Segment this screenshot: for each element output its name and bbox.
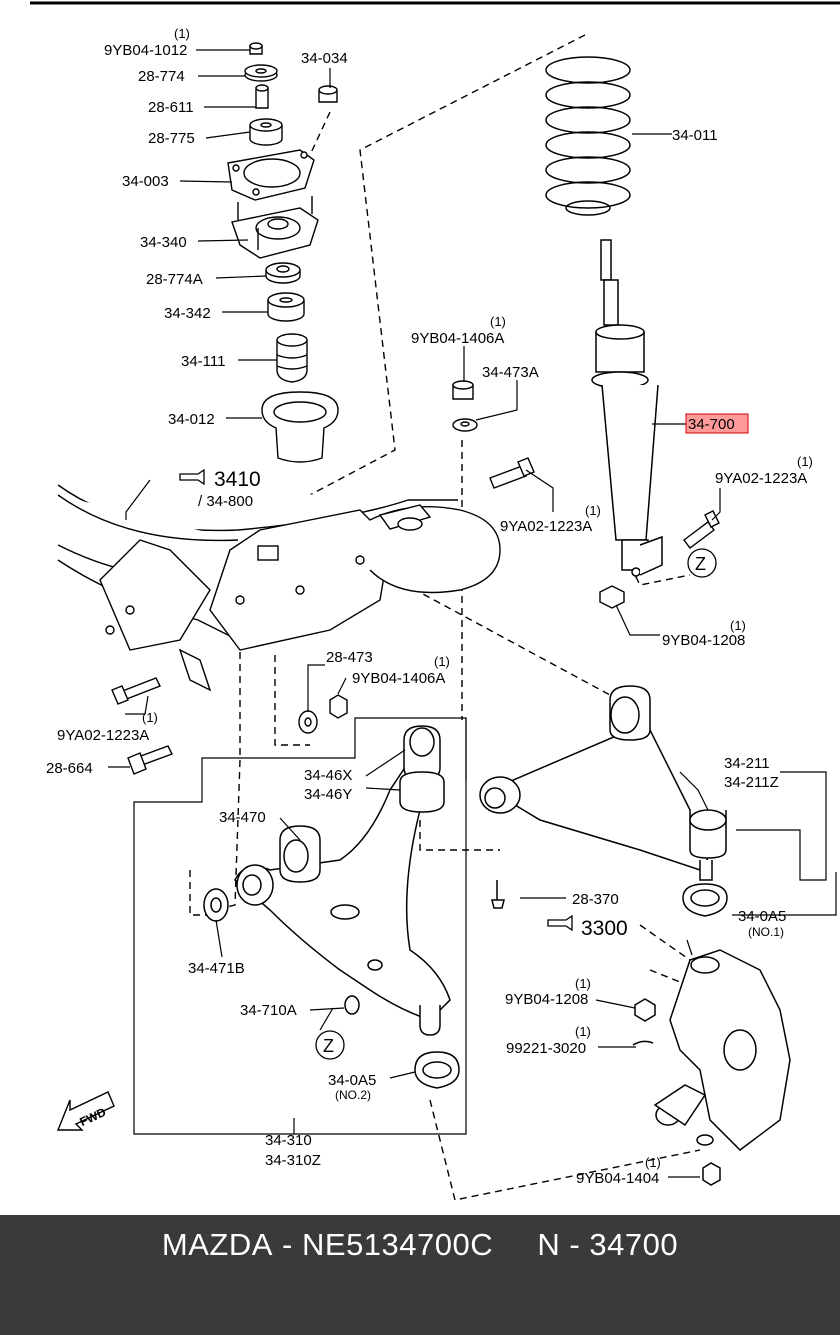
fwd-arrow-icon: FWD (56, 1091, 115, 1131)
ref-callout-3300[interactable]: 3300 (547, 914, 628, 940)
z-marker-upper: Z (687, 548, 717, 578)
steering-knuckle (491, 880, 791, 1186)
footer-part-line: MAZDA - NE5134700C N - 34700 (0, 1227, 840, 1263)
qty-9yb04-1012: (1) (174, 26, 190, 41)
ref-3410-number: 3410 (214, 468, 261, 491)
label-34-034: 34-034 (301, 50, 348, 67)
label-34-46y: 34-46Y (304, 786, 352, 803)
label-9ya02-1223a-mid: 9YA02-1223A (500, 518, 592, 535)
highlight-34-700 (685, 413, 749, 434)
label-34-211: 34-211 (724, 755, 770, 772)
label-34-46x: 34-46X (304, 767, 352, 784)
shock-absorber (591, 239, 663, 577)
label-34-470: 34-470 (219, 809, 266, 826)
label-9yb04-1208-low: 9YB04-1208 (505, 991, 588, 1008)
footer-brand: MAZDA (161, 1227, 273, 1262)
label-9yb04-1208-top: 9YB04-1208 (662, 632, 745, 649)
label-34-473a: 34-473A (482, 364, 539, 381)
footer-oem-number: NE5134700C (302, 1227, 494, 1262)
footer-separator: - (569, 1227, 581, 1262)
qty-99221-3020: (1) (575, 1024, 591, 1039)
label-34-0a5-no2: 34-0A5 (328, 1072, 376, 1089)
label-9yb04-1406a-low: 9YB04-1406A (352, 670, 445, 687)
qty-9yb04-1404: (1) (645, 1155, 661, 1170)
lower-control-arm (203, 725, 460, 1089)
label-34-310: 34-310 (265, 1132, 312, 1149)
label-28-611: 28-611 (148, 99, 194, 116)
top-mount-stack (227, 42, 339, 463)
ref-callout-3410[interactable]: 3410 / 34-800 (179, 468, 261, 510)
label-34-342: 34-342 (164, 305, 211, 322)
label-34-0a5-no1: 34-0A5 (738, 908, 786, 925)
qty-9yb04-1208-top: (1) (730, 618, 746, 633)
label-9ya02-1223a-right: 9YA02-1223A (715, 470, 807, 487)
leader-lines (108, 49, 837, 1178)
label-28-664: 28-664 (46, 760, 93, 777)
subframe (57, 484, 501, 692)
footer-n-value: 34700 (589, 1227, 679, 1262)
label-9yb04-1404: 9YB04-1404 (576, 1170, 659, 1187)
label-34-111: 34-111 (181, 353, 225, 370)
qty-9yb04-1208-low: (1) (575, 976, 591, 991)
label-28-774a: 28-774A (146, 271, 203, 288)
label-9yb04-1012: 9YB04-1012 (104, 42, 187, 59)
qty-9ya02-1223a-right: (1) (797, 454, 813, 469)
note-34-0a5-no2: (NO.2) (335, 1088, 371, 1102)
upper-control-arm (479, 685, 727, 881)
label-28-774: 28-774 (138, 68, 185, 85)
ref-3410-sub: / 34-800 (198, 493, 253, 510)
z-marker-lower: Z (315, 1030, 345, 1060)
label-34-012: 34-012 (168, 411, 215, 428)
label-34-011: 34-011 (672, 127, 718, 144)
label-28-775: 28-775 (148, 130, 195, 147)
qty-9yb04-1406a-top: (1) (490, 314, 506, 329)
label-34-340: 34-340 (140, 234, 187, 251)
label-28-473: 28-473 (326, 649, 373, 666)
label-9ya02-1223a-left: 9YA02-1223A (57, 727, 149, 744)
qty-9ya02-1223a-mid: (1) (585, 503, 601, 518)
footer-n-label: N (537, 1227, 561, 1262)
label-34-471b: 34-471B (188, 960, 245, 977)
pointing-hand-icon (547, 914, 573, 932)
label-28-370: 28-370 (572, 891, 619, 908)
footer-bar: MAZDA - NE5134700C N - 34700 (0, 1215, 840, 1335)
label-34-700[interactable]: 34-700 (688, 416, 735, 433)
label-34-003: 34-003 (122, 173, 169, 190)
qty-9ya02-1223a-left: (1) (142, 710, 158, 725)
pointing-hand-icon (179, 468, 205, 486)
label-34-710a: 34-710A (240, 1002, 297, 1019)
label-34-310z: 34-310Z (265, 1152, 321, 1169)
parts-diagram: (1) 9YB04-1012 28-774 28-611 28-775 34-0… (30, 1, 840, 1201)
qty-9yb04-1406a-low: (1) (434, 654, 450, 669)
label-9yb04-1406a-top: 9YB04-1406A (411, 330, 504, 347)
svg-text:Z: Z (695, 554, 706, 574)
label-34-211z: 34-211Z (724, 774, 779, 791)
coil-spring (545, 56, 631, 216)
footer-separator: - (282, 1227, 293, 1262)
svg-text:Z: Z (323, 1036, 334, 1056)
center-small-parts (111, 380, 720, 775)
note-34-0a5-no1: (NO.1) (748, 925, 784, 939)
label-99221-3020: 99221-3020 (506, 1040, 586, 1057)
ref-3300-number: 3300 (581, 917, 628, 940)
